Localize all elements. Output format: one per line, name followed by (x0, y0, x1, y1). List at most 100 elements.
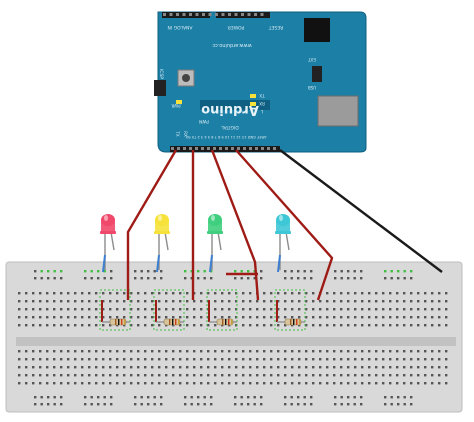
breadboard-hole (410, 324, 413, 327)
reset-button-cap (182, 74, 190, 82)
breadboard-hole (95, 374, 98, 377)
breadboard-hole (353, 403, 356, 406)
breadboard-hole (67, 374, 70, 377)
breadboard-hole (263, 374, 266, 377)
breadboard-hole (179, 300, 182, 303)
breadboard-hole (74, 316, 77, 319)
breadboard-hole (67, 316, 70, 319)
breadboard-hole (158, 308, 161, 311)
breadboard-hole (160, 270, 163, 273)
breadboard-hole (53, 366, 56, 369)
breadboard-hole (354, 358, 357, 361)
breadboard-hole (102, 316, 105, 319)
breadboard-hole (333, 300, 336, 303)
breadboard-hole (88, 374, 91, 377)
rx-led-label: RX (259, 101, 265, 106)
breadboard-hole (410, 292, 413, 295)
pwr-led-label: PWR (171, 103, 180, 108)
breadboard-hole (90, 277, 93, 280)
breadboard-hole (242, 350, 245, 353)
breadboard-hole (319, 358, 322, 361)
header-pin (273, 147, 276, 150)
breadboard-hole (291, 292, 294, 295)
breadboard-hole (47, 270, 50, 273)
breadboard-hole (40, 277, 43, 280)
led-leg (285, 231, 290, 251)
breadboard-hole (165, 316, 168, 319)
breadboard-hole (375, 316, 378, 319)
breadboard-hole (102, 358, 105, 361)
breadboard-hole (297, 277, 300, 280)
breadboard-hole (53, 358, 56, 361)
breadboard-hole (438, 316, 441, 319)
breadboard-hole (140, 403, 143, 406)
breadboard-hole (140, 396, 143, 399)
breadboard-hole (260, 403, 263, 406)
breadboard-hole (39, 374, 42, 377)
breadboard-hole (130, 300, 133, 303)
breadboard-hole (184, 277, 187, 280)
microcontroller (200, 100, 270, 110)
breadboard-hole (253, 396, 256, 399)
breadboard-hole (382, 366, 385, 369)
icsp-label: ICSP (158, 69, 164, 79)
breadboard-hole (242, 292, 245, 295)
breadboard-hole (88, 350, 91, 353)
breadboard-hole (382, 350, 385, 353)
breadboard-hole (347, 270, 350, 273)
breadboard-hole (160, 403, 163, 406)
breadboard-hole (249, 300, 252, 303)
pin-tx-label: TX (175, 130, 180, 136)
breadboard-hole (109, 308, 112, 311)
breadboard-hole (207, 366, 210, 369)
breadboard-hole (375, 308, 378, 311)
breadboard-hole (32, 308, 35, 311)
breadboard-hole (445, 382, 448, 385)
breadboard-hole (134, 396, 137, 399)
breadboard-hole (445, 374, 448, 377)
breadboard-hole (403, 270, 406, 273)
breadboard-hole (270, 366, 273, 369)
breadboard-hole (221, 300, 224, 303)
url-label: www.arduino.cc (212, 42, 252, 48)
digital-label: DIGITAL (221, 124, 239, 130)
breadboard-hole (144, 358, 147, 361)
led-leg-highlight (102, 254, 106, 273)
breadboard-hole (214, 358, 217, 361)
breadboard-hole (137, 374, 140, 377)
breadboard-hole (431, 374, 434, 377)
breadboard-hole (403, 396, 406, 399)
breadboard-hole (197, 396, 200, 399)
breadboard-hole (67, 308, 70, 311)
breadboard-hole (74, 382, 77, 385)
header-pin (228, 13, 231, 16)
breadboard-hole (221, 316, 224, 319)
breadboard-hole (249, 316, 252, 319)
breadboard-hole (424, 358, 427, 361)
breadboard-hole (95, 358, 98, 361)
breadboard-hole (333, 374, 336, 377)
header-pin (221, 13, 225, 16)
breadboard-hole (284, 366, 287, 369)
breadboard-hole (151, 292, 154, 295)
breadboard-hole (310, 270, 313, 273)
breadboard-hole (291, 358, 294, 361)
breadboard-hole (172, 292, 175, 295)
breadboard-hole (305, 382, 308, 385)
header-pin (183, 147, 186, 150)
breadboard-hole (410, 308, 413, 311)
breadboard-hole (97, 277, 100, 280)
breadboard-hole (158, 316, 161, 319)
breadboard-hole (431, 292, 434, 295)
breadboard-hole (184, 270, 187, 273)
breadboard-hole (242, 316, 245, 319)
breadboard-hole (151, 382, 154, 385)
breadboard-hole (110, 277, 113, 280)
breadboard-hole (184, 396, 187, 399)
breadboard-hole (116, 374, 119, 377)
breadboard-hole (25, 308, 28, 311)
breadboard-hole (200, 308, 203, 311)
breadboard-hole (235, 324, 238, 327)
breadboard-hole (431, 308, 434, 311)
breadboard-hole (347, 324, 350, 327)
